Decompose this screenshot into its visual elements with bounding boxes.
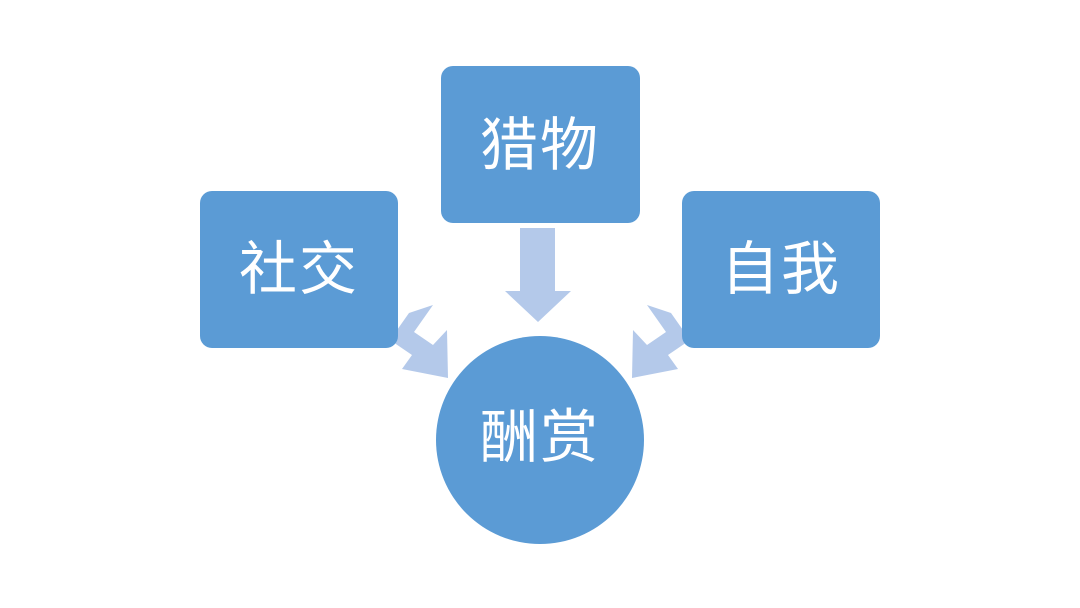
node-self: 自我 (682, 191, 880, 348)
node-reward-label: 酬赏 (480, 403, 600, 471)
arrow-hunt-to-reward (505, 228, 571, 322)
node-social: 社交 (200, 191, 398, 348)
node-hunt-label: 猎物 (480, 111, 600, 179)
node-hunt: 猎物 (441, 66, 640, 223)
arrow-social-to-reward (390, 305, 448, 378)
arrow-self-to-reward (632, 305, 690, 378)
node-social-label: 社交 (239, 235, 359, 303)
node-reward: 酬赏 (436, 336, 644, 544)
node-self-label: 自我 (721, 235, 841, 303)
